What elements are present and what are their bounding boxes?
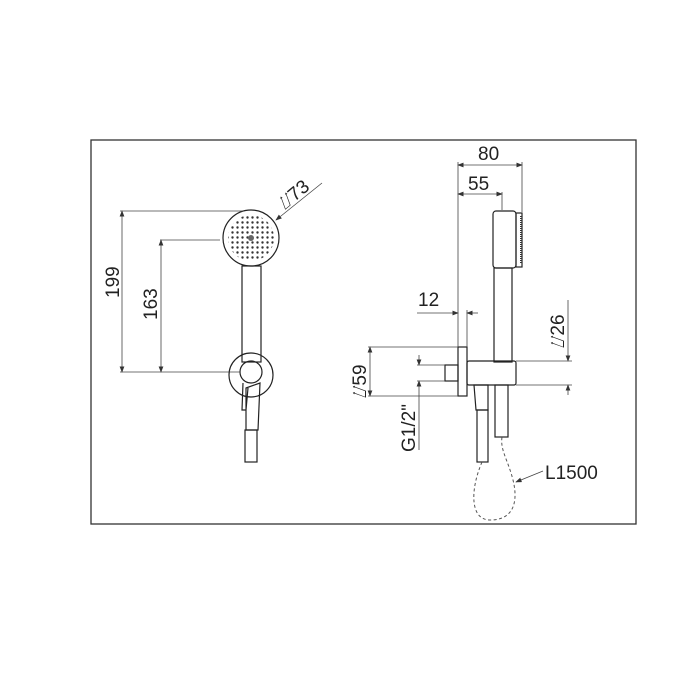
drawing-frame [90, 139, 637, 525]
dimension-80-label: 80 [478, 144, 499, 165]
dimension-163-label: 163 [141, 288, 162, 320]
hose-connector-left [476, 409, 489, 463]
dimension-55-label: 55 [468, 174, 489, 195]
front-view: 199 163 ⌰73 [103, 176, 323, 463]
shower-head-side [492, 210, 517, 269]
hose-connector-right [494, 384, 509, 438]
bracket-body [466, 360, 517, 386]
dimension-head-diameter: ⌰73 [275, 176, 323, 221]
shower-head-front [222, 209, 280, 267]
head-diameter-label: ⌰73 [275, 176, 314, 214]
hose-front [244, 429, 258, 463]
dimension-199: 199 [103, 210, 244, 373]
inlet-nipple [444, 364, 459, 382]
hose-length-label: L1500 [545, 463, 598, 484]
dimension-199-label: 199 [103, 266, 124, 298]
plate-diameter-label: ⌰59 [350, 364, 371, 398]
dimension-55: 55 [457, 174, 503, 210]
thread-label: G1/2" [399, 404, 420, 452]
dimension-12-label: 12 [418, 290, 439, 311]
handle-diameter-label: ⌰26 [548, 314, 569, 348]
wall-bracket-front [228, 352, 274, 398]
dimension-plate-diameter: ⌰59 [350, 346, 458, 398]
handle-side [493, 267, 513, 363]
dimension-thread: G1/2" [399, 355, 445, 452]
wall-plate [457, 346, 468, 397]
handle-front [241, 265, 262, 363]
dimension-163: 163 [141, 239, 220, 373]
side-view: 80 55 12 ⌰26 ⌰59 [350, 144, 598, 521]
hose-dashed [473, 436, 516, 521]
dimension-12: 12 [417, 290, 478, 347]
dimension-hose-length: L1500 [515, 463, 598, 484]
dimension-handle-diameter: ⌰26 [516, 300, 572, 395]
